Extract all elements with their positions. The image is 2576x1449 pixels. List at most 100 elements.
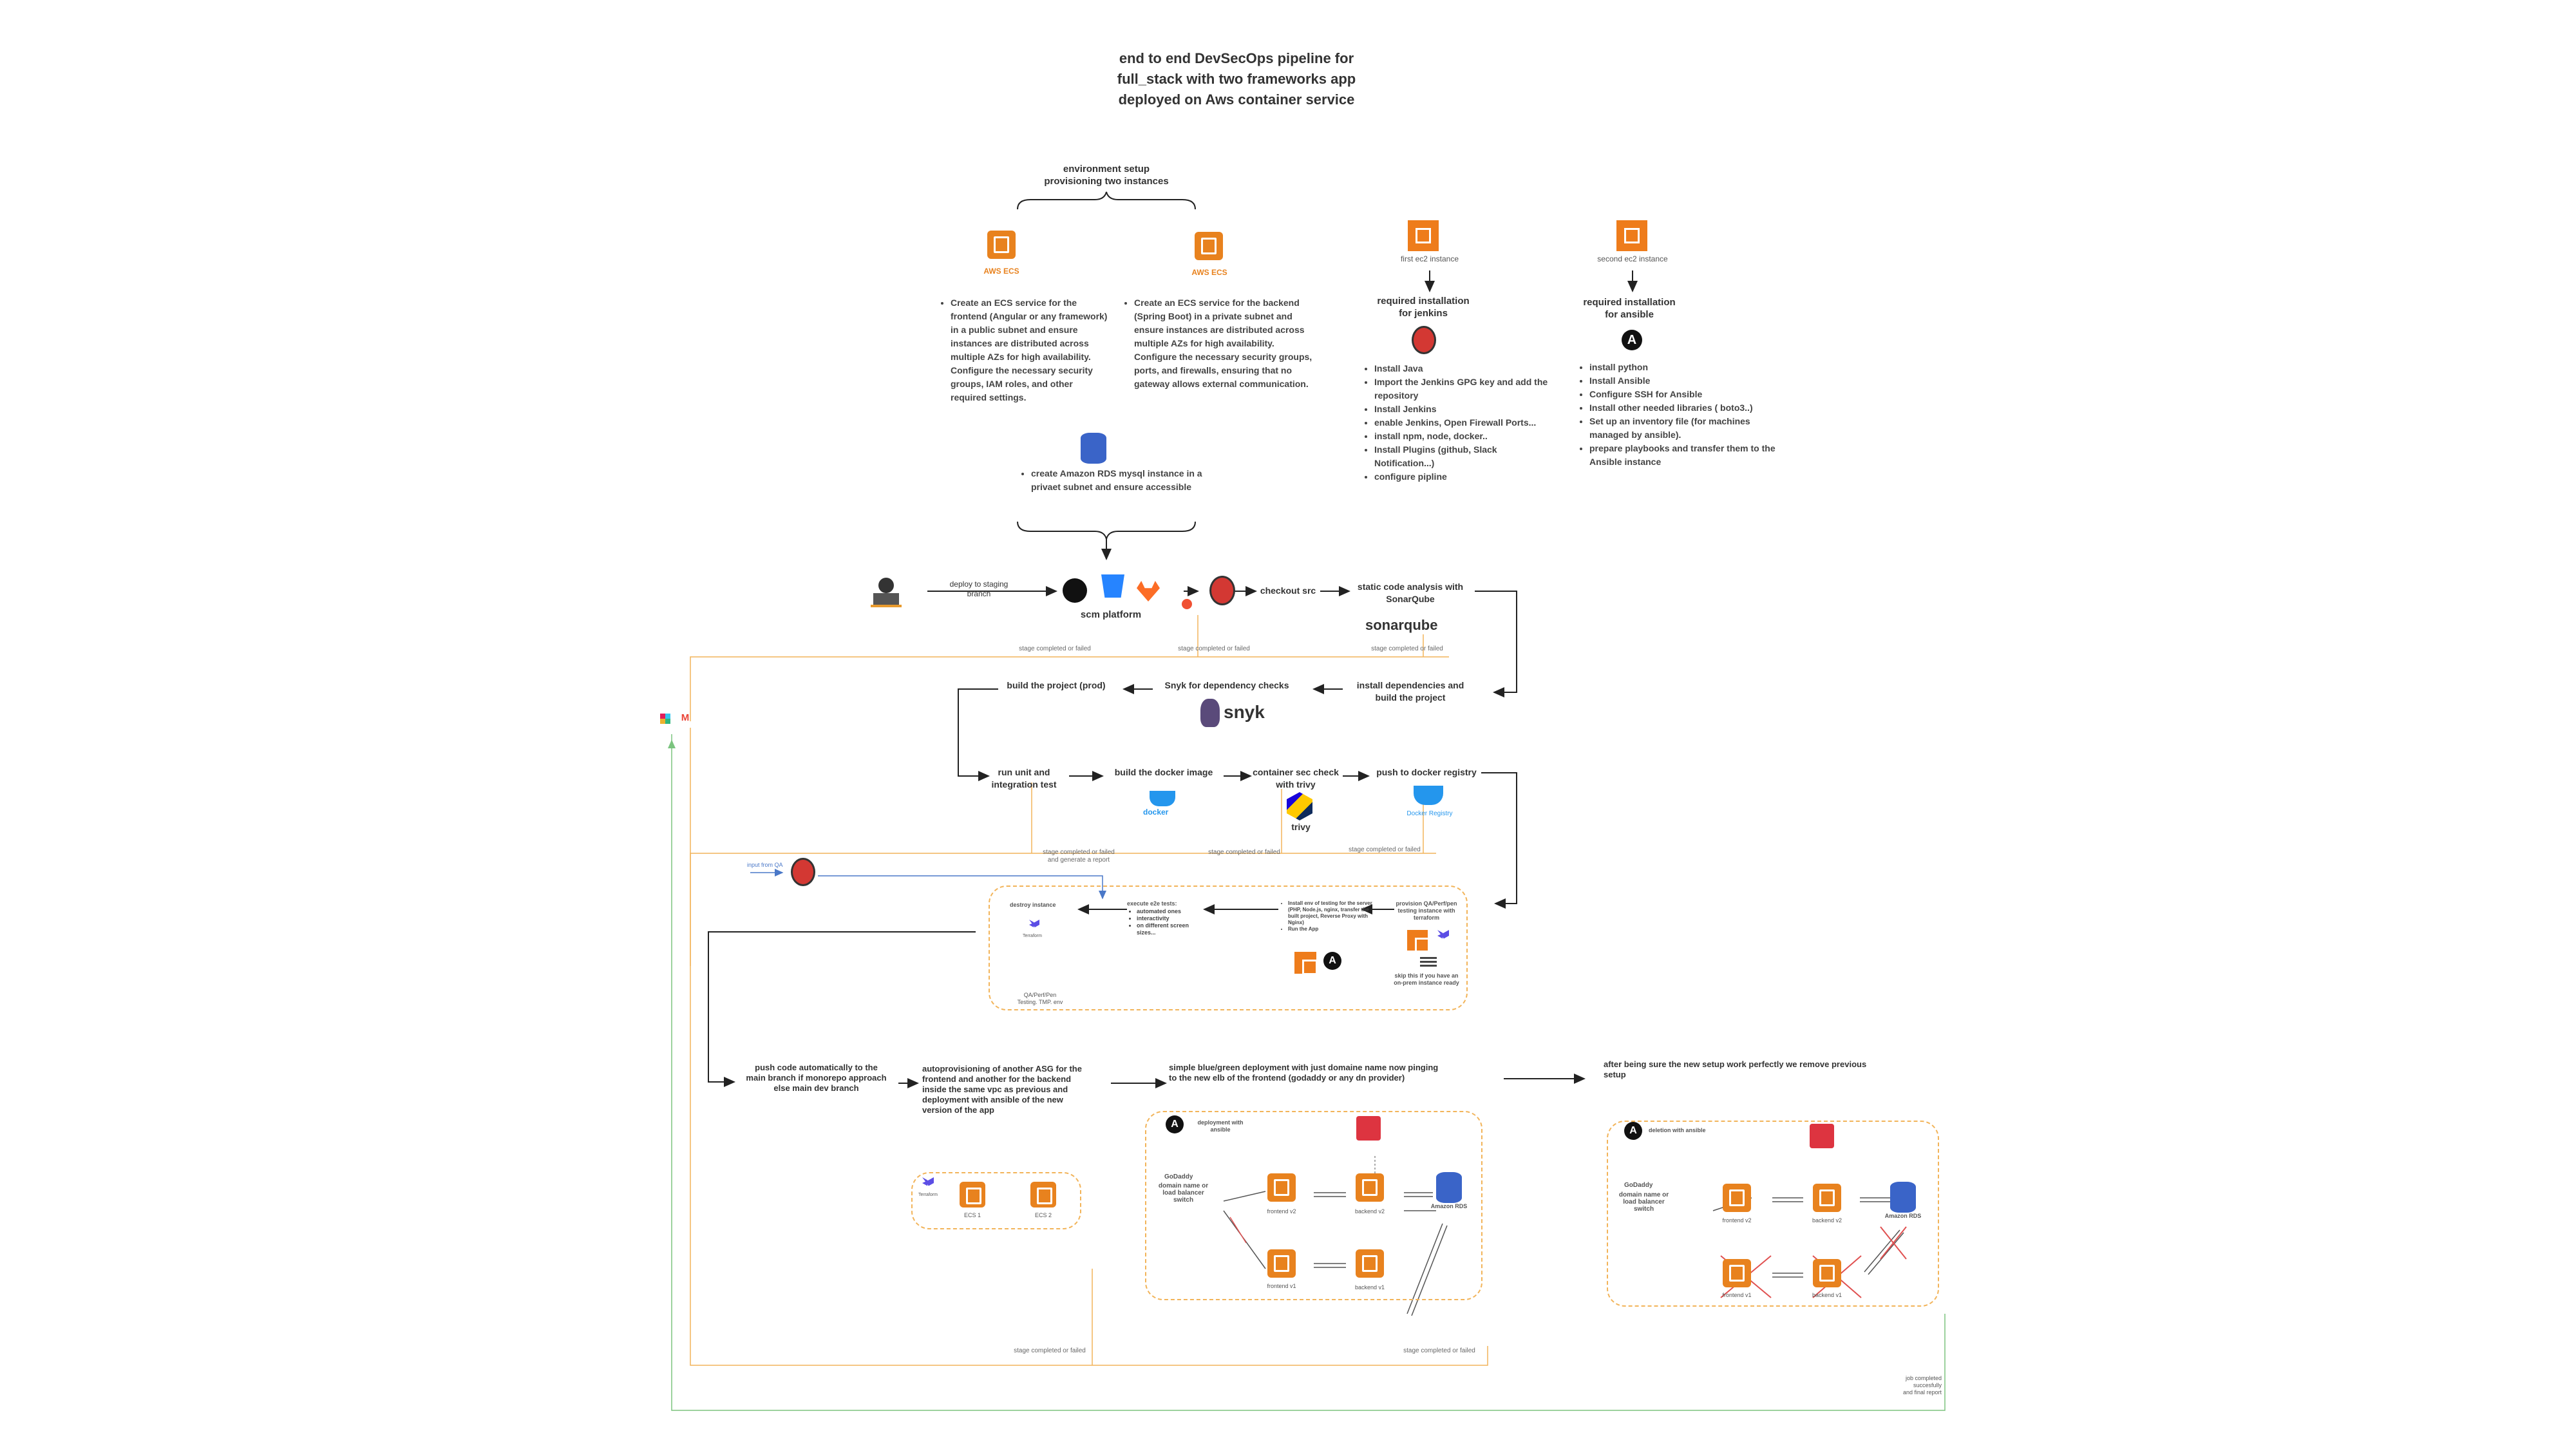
bluegreen-box [1145, 1111, 1482, 1300]
qa-env-label: QA/Perf/Pen Testing. TMP. env [1011, 992, 1069, 1006]
docker-icon [1150, 791, 1175, 806]
ansible-install-title: required installation for ansible [1565, 296, 1694, 321]
docker-registry-label: Docker Registry [1406, 810, 1453, 817]
jenkins-qa-icon [791, 858, 815, 886]
stage-completed-report: stage completed or failed and generate a… [1030, 849, 1127, 864]
deploy-staging-label: deploy to staging branch [934, 580, 1024, 599]
jenkins-install-title: required installation for jenkins [1359, 295, 1488, 319]
push-registry-label: push to docker registry [1376, 767, 1477, 777]
ecs2-label: ECS 2 [1034, 1212, 1052, 1218]
e2e-item: automated ones [1137, 908, 1208, 915]
provision-line-3: terraform [1413, 914, 1439, 921]
push-line-2: main branch if monorepo approach [746, 1073, 887, 1083]
terraform-icon-provision [1437, 930, 1449, 939]
github-icon [1063, 578, 1087, 603]
bg-backend-v2-icon [1356, 1173, 1384, 1202]
bluegreen-label: simple blue/green deployment with just d… [1169, 1063, 1504, 1083]
ansible-install-list: install python Install Ansible Configure… [1579, 361, 1776, 469]
bg-domain-lb-label: domain name or load balancer switch [1153, 1182, 1214, 1204]
container-line-2: with trivy [1276, 779, 1316, 790]
jenkins-title-line-1: required installation [1377, 296, 1470, 307]
git-icon [1182, 599, 1192, 609]
ansible-item: prepare playbooks and transfer them to t… [1589, 442, 1776, 469]
jenkins-icon [1412, 326, 1436, 354]
stage-completed-label-4: stage completed or failed [1208, 849, 1280, 856]
e2e-item: interactivity [1137, 915, 1208, 922]
rds-description: create Amazon RDS mysql instance in a pr… [1021, 467, 1218, 494]
container-line-1: container sec check [1253, 767, 1339, 777]
sonarqube-logo: sonarqube [1365, 617, 1438, 633]
jenkins-item: Install Plugins (github, Slack Notificat… [1374, 443, 1558, 470]
del-rds-icon [1890, 1182, 1916, 1213]
report-line-2: and generate a report [1047, 857, 1110, 864]
del-frontend-v1-icon [1723, 1259, 1751, 1287]
auto-line-1: autoprovisioning of another ASG for the [922, 1064, 1082, 1074]
ansible-title-line-2: for ansible [1605, 309, 1654, 320]
rds-icon [1081, 433, 1106, 464]
bg-frontend-v1-icon [1267, 1249, 1296, 1278]
provision-line-1: provision QA/Perf/pen [1396, 900, 1457, 907]
build-prod-label: build the project (prod) [1007, 680, 1106, 690]
after-line-1: after being sure the new setup work perf… [1604, 1059, 1867, 1069]
terraform-icon-asg [922, 1177, 934, 1186]
rds-text: create Amazon RDS mysql instance in a pr… [1031, 467, 1218, 494]
stage-completed-label-3: stage completed or failed [1371, 645, 1443, 652]
slack-icon [660, 714, 670, 724]
install-tool-item: Install env of testing for the server (P… [1288, 900, 1378, 926]
after-line-2: setup [1604, 1070, 1626, 1079]
container-check-label: container sec check with trivy [1244, 766, 1347, 791]
bg-godaddy-logo: GoDaddy [1164, 1173, 1193, 1180]
aws-ecs-backend-icon [1195, 232, 1223, 260]
ecs2-icon [1030, 1182, 1056, 1208]
trivy-icon [1287, 792, 1312, 820]
ec2-ansible-icon [1616, 220, 1647, 251]
title-line-3: deployed on Aws container service [1118, 91, 1355, 108]
jenkins-title-line-2: for jenkins [1399, 308, 1448, 319]
dlb-line-2: load balancer [1162, 1189, 1204, 1197]
scm-platform-label: scm platform [1080, 609, 1142, 620]
ansible-item: Install Ansible [1589, 374, 1776, 388]
bg-frontend-v2-label: frontend v2 [1267, 1208, 1296, 1215]
del-domain-lb-label: domain name or load balancer switch [1613, 1191, 1674, 1213]
push-line-1: push code automatically to the [755, 1063, 878, 1072]
terraform-icon-destroy [1029, 920, 1039, 927]
del-backend-v2-label: backend v2 [1812, 1217, 1842, 1224]
autoprovision-label: autoprovisioning of another ASG for the … [922, 1064, 1109, 1115]
frontend-ecs-text: Create an ECS service for the frontend (… [951, 296, 1108, 404]
dep-line-2: ansible [1210, 1126, 1231, 1133]
input-from-qa-label: input from QA [747, 862, 783, 868]
build-docker-label: build the docker image [1114, 767, 1213, 777]
static-analysis-label: static code analysis with SonarQube [1343, 581, 1478, 605]
bg-backend-v1-label: backend v1 [1354, 1284, 1385, 1291]
first-ec2-label: first ec2 instance [1400, 254, 1459, 263]
provision-ec2-icon [1407, 930, 1430, 953]
dlb-line-1: domain name or [1158, 1182, 1209, 1189]
auto-line-3: inside the same vpc as previous and [922, 1084, 1068, 1094]
static-line-1: static code analysis with [1357, 582, 1464, 592]
del-backend-v2-icon [1813, 1184, 1841, 1212]
qa-env-line-1: QA/Perf/Pen [1023, 992, 1057, 998]
install-tool-item: Run the App [1288, 926, 1378, 933]
snyk-label: Snyk for dependency checks [1164, 680, 1289, 690]
del-elb-icon [1810, 1124, 1834, 1148]
ecs1-icon [960, 1182, 985, 1208]
checkout-src-label: checkout src [1260, 585, 1316, 596]
after-sure-label: after being sure the new setup work perf… [1604, 1059, 1919, 1080]
ddlb-line-3: switch [1633, 1206, 1654, 1213]
snyk-dog-icon [1200, 699, 1220, 727]
terraform-label-2: Terraform [918, 1193, 938, 1197]
aws-ecs-backend-label: AWS ECS [1191, 268, 1227, 277]
developer-icon [871, 578, 902, 609]
ansible-item: Set up an inventory file (for machines m… [1589, 415, 1776, 442]
aws-ecs-frontend-label: AWS ECS [983, 267, 1019, 276]
server-icon [1420, 957, 1437, 967]
jenkins-item: Install Jenkins [1374, 402, 1558, 416]
env-setup-line-1: environment setup [1063, 164, 1150, 175]
install-line-2: build the project [1375, 692, 1446, 703]
bg-frontend-v1-label: frontend v1 [1267, 1283, 1296, 1289]
ansible-title-line-1: required installation [1583, 297, 1676, 308]
del-backend-v1-icon [1813, 1259, 1841, 1287]
ansible-item: install python [1589, 361, 1776, 374]
auto-line-4: deployment with ansible of the new [922, 1095, 1063, 1104]
bg-rds-label: Amazon RDS [1430, 1203, 1468, 1209]
